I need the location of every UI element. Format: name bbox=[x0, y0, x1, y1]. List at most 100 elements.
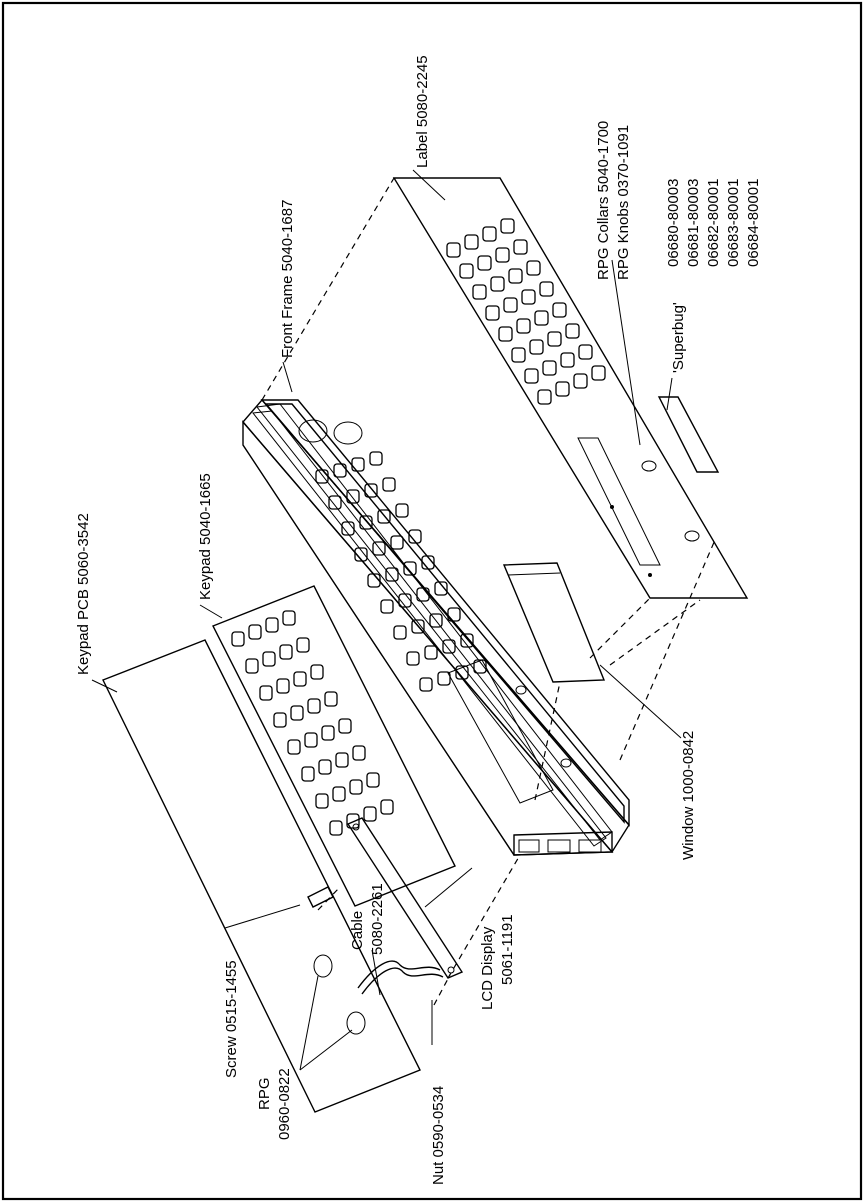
key-outline bbox=[425, 646, 437, 659]
key-outline bbox=[407, 652, 419, 665]
key-outline bbox=[509, 269, 522, 283]
key-outline bbox=[263, 652, 275, 666]
window-part bbox=[504, 563, 604, 682]
key-outline bbox=[370, 452, 382, 465]
key-outline bbox=[496, 248, 509, 262]
key-outline bbox=[530, 340, 543, 354]
key-outline bbox=[316, 794, 328, 808]
key-outline bbox=[553, 303, 566, 317]
key-outline bbox=[367, 773, 379, 787]
key-outline bbox=[302, 767, 314, 781]
rpg-knobs-label: RPG Knobs 0370-1091 bbox=[615, 125, 632, 280]
key-outline bbox=[556, 382, 569, 396]
screw-label: Screw 0515-1455 bbox=[223, 960, 240, 1078]
key-outline bbox=[592, 366, 605, 380]
label-label: Label 5080-2245 bbox=[414, 55, 431, 168]
key-outline bbox=[364, 807, 376, 821]
key-outline bbox=[319, 760, 331, 774]
key-outline bbox=[325, 692, 337, 706]
superbug-number-4: 06683-80001 bbox=[725, 179, 742, 267]
key-outline bbox=[527, 261, 540, 275]
key-outline bbox=[297, 638, 309, 652]
key-outline bbox=[504, 298, 517, 312]
frame-keys bbox=[316, 452, 486, 691]
keypad bbox=[213, 586, 455, 906]
key-outline bbox=[543, 361, 556, 375]
key-outline bbox=[308, 699, 320, 713]
rpg-label: RPG bbox=[256, 1077, 273, 1110]
key-outline bbox=[525, 369, 538, 383]
leader-lines bbox=[92, 170, 681, 1070]
lcd-display-number: 5061-1191 bbox=[499, 914, 516, 985]
lcd-display-label: LCD Display bbox=[479, 926, 496, 1010]
keypad-pcb bbox=[103, 640, 420, 1112]
key-outline bbox=[329, 496, 341, 509]
superbug-part bbox=[659, 397, 718, 472]
key-outline bbox=[540, 282, 553, 296]
window-label: Window 1000-0842 bbox=[680, 731, 697, 860]
key-outline bbox=[383, 478, 395, 491]
key-outline bbox=[352, 458, 364, 471]
key-outline bbox=[396, 504, 408, 517]
key-outline bbox=[574, 374, 587, 388]
label-keys bbox=[447, 219, 605, 404]
key-outline bbox=[333, 787, 345, 801]
superbug-label: 'Superbug' bbox=[670, 302, 687, 373]
key-outline bbox=[420, 678, 432, 691]
key-outline bbox=[277, 679, 289, 693]
key-outline bbox=[232, 632, 244, 646]
key-outline bbox=[538, 390, 551, 404]
key-outline bbox=[460, 264, 473, 278]
front-frame-label: Front Frame 5040-1687 bbox=[279, 200, 296, 358]
key-outline bbox=[394, 626, 406, 639]
key-outline bbox=[473, 285, 486, 299]
key-outline bbox=[566, 324, 579, 338]
key-outline bbox=[381, 600, 393, 613]
key-outline bbox=[486, 306, 499, 320]
key-outline bbox=[465, 235, 478, 249]
key-outline bbox=[280, 645, 292, 659]
key-outline bbox=[350, 780, 362, 794]
key-outline bbox=[336, 753, 348, 767]
key-outline bbox=[548, 332, 561, 346]
key-outline bbox=[522, 290, 535, 304]
key-outline bbox=[561, 353, 574, 367]
key-outline bbox=[260, 686, 272, 700]
superbug-number-3: 06682-80001 bbox=[705, 179, 722, 267]
key-outline bbox=[478, 256, 491, 270]
key-outline bbox=[305, 733, 317, 747]
key-outline bbox=[274, 713, 286, 727]
key-outline bbox=[322, 726, 334, 740]
cable-label: Cable bbox=[349, 911, 366, 950]
key-outline bbox=[514, 240, 527, 254]
key-outline bbox=[447, 243, 460, 257]
superbug-number-5: 06684-80001 bbox=[745, 179, 762, 267]
key-outline bbox=[246, 659, 258, 673]
key-outline bbox=[339, 719, 351, 733]
assembly-lines bbox=[262, 178, 715, 1005]
keypad-pcb-label: Keypad PCB 5060-3542 bbox=[75, 513, 92, 675]
key-outline bbox=[334, 464, 346, 477]
key-outline bbox=[517, 319, 530, 333]
key-outline bbox=[491, 277, 504, 291]
key-outline bbox=[283, 611, 295, 625]
key-outline bbox=[579, 345, 592, 359]
key-outline bbox=[501, 219, 514, 233]
nut-label: Nut 0590-0534 bbox=[430, 1086, 447, 1185]
keypad-keys bbox=[232, 611, 393, 835]
rpg-number: 0960-0822 bbox=[276, 1068, 293, 1140]
key-outline bbox=[291, 706, 303, 720]
key-outline bbox=[512, 348, 525, 362]
key-outline bbox=[360, 516, 372, 529]
key-outline bbox=[266, 618, 278, 632]
key-outline bbox=[483, 227, 496, 241]
key-outline bbox=[311, 665, 323, 679]
key-outline bbox=[535, 311, 548, 325]
key-outline bbox=[288, 740, 300, 754]
key-outline bbox=[353, 746, 365, 760]
rpg-collars-label: RPG Collars 5040-1700 bbox=[595, 121, 612, 280]
key-outline bbox=[294, 672, 306, 686]
key-outline bbox=[249, 625, 261, 639]
